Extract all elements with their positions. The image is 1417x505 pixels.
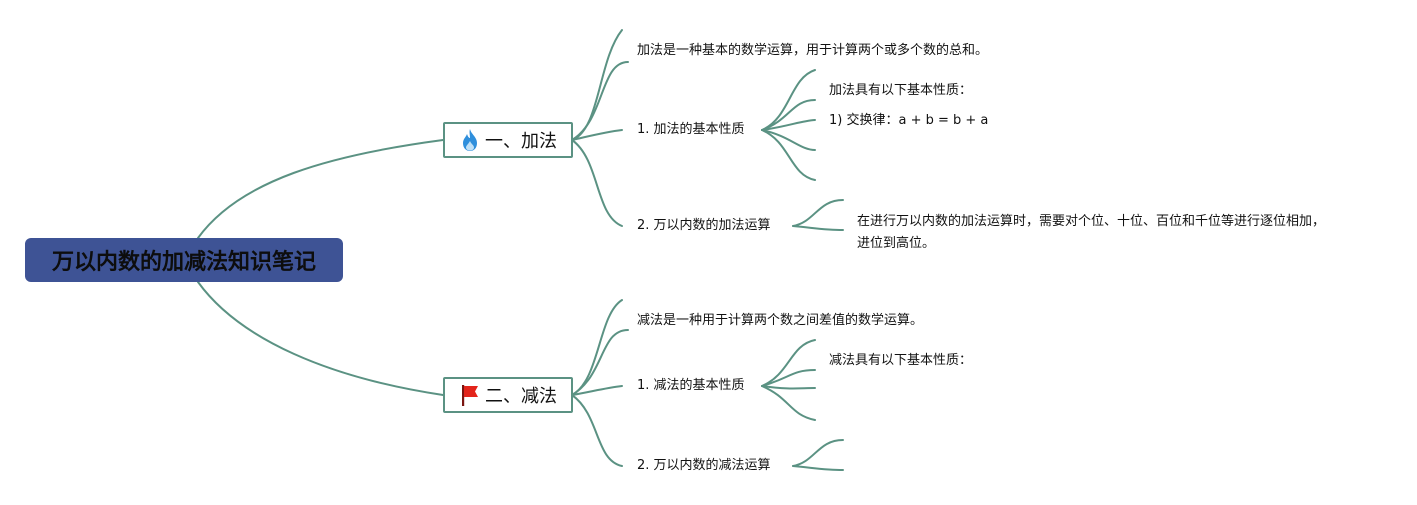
addition-property-commutative: 1) 交换律：a + b = b + a bbox=[829, 113, 989, 128]
subtraction-properties-heading: 1. 减法的基本性质 bbox=[637, 378, 745, 393]
addition-operation-heading: 2. 万以内数的加法运算 bbox=[637, 218, 771, 233]
connector-add-def-underline bbox=[571, 61, 629, 141]
connector-sub-prop-1 bbox=[761, 339, 816, 387]
connector-add-prop-2 bbox=[761, 99, 816, 131]
root-title: 万以内数的加减法知识笔记 bbox=[51, 250, 316, 275]
branch-addition[interactable]: 一、加法 bbox=[443, 122, 573, 158]
connector-add-properties bbox=[571, 129, 623, 141]
subtraction-definition: 减法是一种用于计算两个数之间差值的数学运算。 bbox=[637, 313, 924, 328]
connector-add-prop-5 bbox=[761, 129, 816, 181]
connector-sub-def-underline bbox=[571, 329, 629, 396]
subtraction-operation-heading: 2. 万以内数的减法运算 bbox=[637, 458, 771, 473]
connector-sub-prop-4 bbox=[761, 385, 816, 421]
connector-sub-prop-3 bbox=[761, 385, 816, 390]
connector-add-prop-1 bbox=[761, 69, 816, 131]
connector-sub-operation bbox=[571, 394, 623, 467]
fire-icon bbox=[459, 128, 481, 152]
connector-sub-def bbox=[571, 299, 623, 396]
branch-subtraction-label: 二、减法 bbox=[485, 386, 557, 407]
connector-add-prop-3 bbox=[761, 119, 816, 131]
addition-operation-description: 在进行万以内数的加法运算时，需要对个位、十位、百位和千位等进行逐位相加，进位到高… bbox=[857, 214, 1326, 251]
addition-definition: 加法是一种基本的数学运算，用于计算两个或多个数的总和。 bbox=[637, 43, 989, 58]
connector-add-operation bbox=[571, 139, 623, 227]
connector-root-subtraction bbox=[197, 281, 444, 396]
addition-property-intro: 加法具有以下基本性质： bbox=[829, 83, 973, 98]
addition-properties-heading: 1. 加法的基本性质 bbox=[637, 122, 745, 137]
connector-sub-prop-2 bbox=[761, 369, 816, 387]
connector-sub-op-1 bbox=[792, 439, 844, 467]
connector-sub-properties bbox=[571, 385, 623, 396]
connector-add-def bbox=[571, 29, 623, 141]
connector-root-addition bbox=[197, 139, 444, 239]
red-flag-icon bbox=[459, 383, 481, 407]
branch-addition-label: 一、加法 bbox=[485, 131, 557, 152]
connector-sub-op-2 bbox=[792, 465, 844, 471]
connector-add-prop-4 bbox=[761, 129, 816, 151]
subtraction-property-intro: 减法具有以下基本性质： bbox=[829, 353, 973, 368]
connector-add-op-2 bbox=[792, 225, 844, 231]
branch-subtraction[interactable]: 二、减法 bbox=[443, 377, 573, 413]
root-topic[interactable]: 万以内数的加减法知识笔记 bbox=[25, 238, 343, 282]
connector-add-op-1 bbox=[792, 199, 844, 227]
